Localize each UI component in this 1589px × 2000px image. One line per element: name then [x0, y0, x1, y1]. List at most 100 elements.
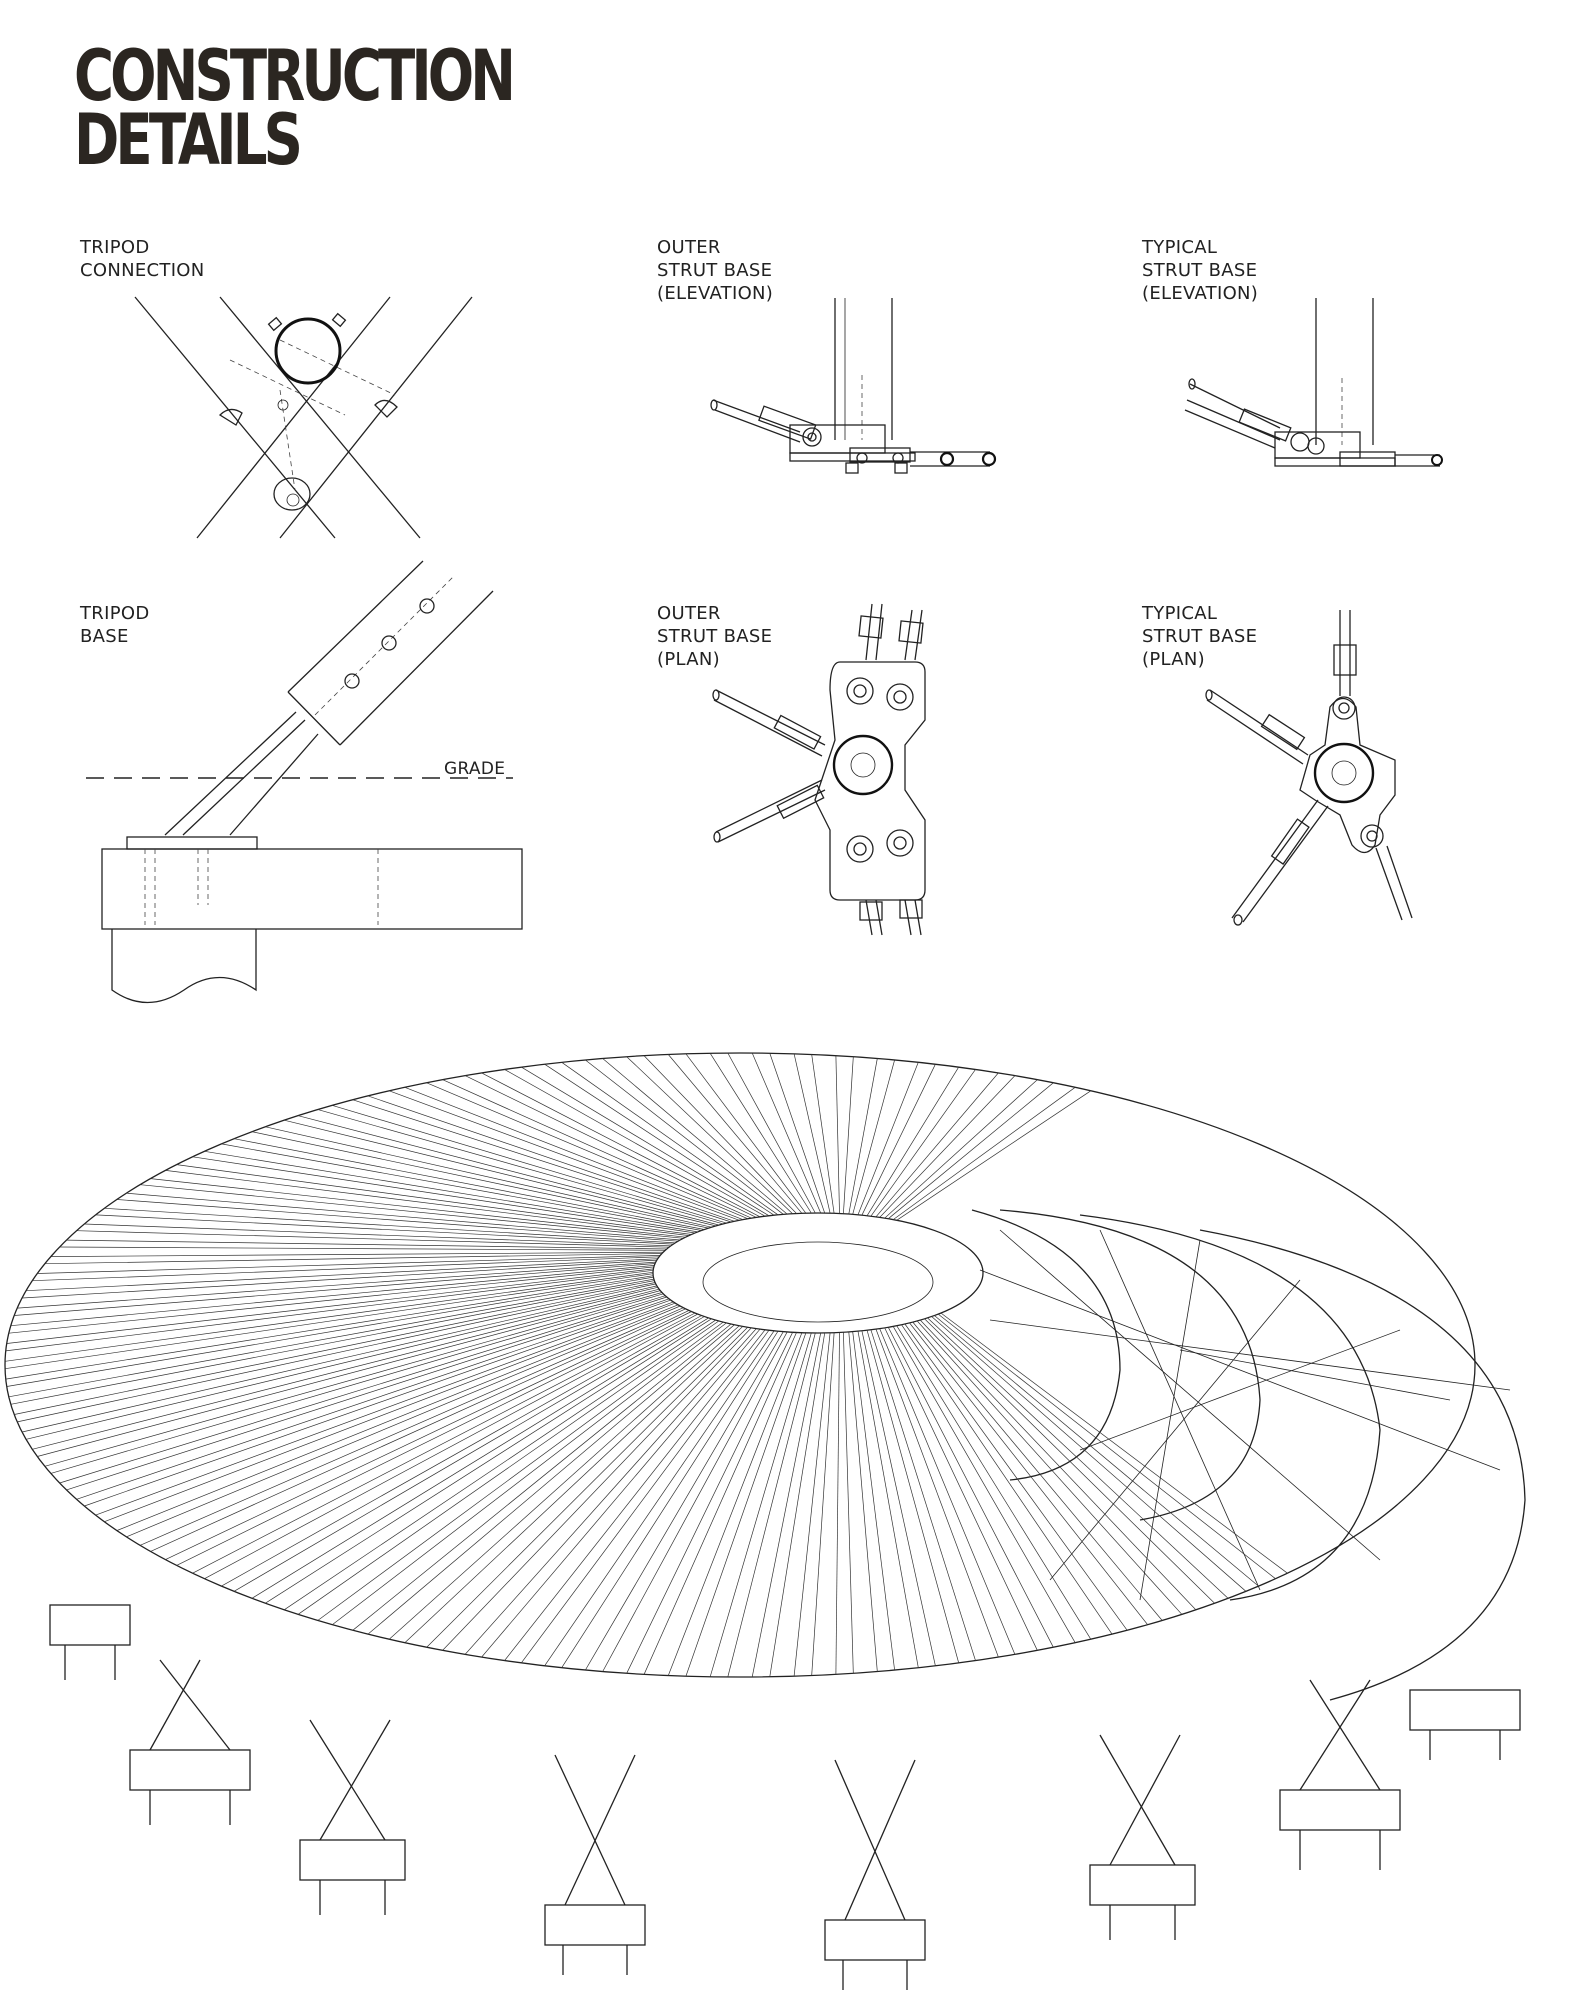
roof-slat-edge: [5, 1275, 654, 1380]
roof-slat-edge: [192, 1156, 696, 1234]
typical-strut-plan-drawing: [1205, 610, 1413, 926]
roof-slat-edge: [404, 1086, 743, 1220]
roof-slat-edge: [95, 1214, 674, 1245]
roof-slat-edge: [866, 1330, 960, 1663]
roof-slat-edge: [927, 1317, 1229, 1599]
roof-slat-edge: [26, 1258, 658, 1292]
roof-slat-edge: [26, 1286, 658, 1440]
roof-slat-edge: [37, 1290, 661, 1457]
roof-slat-edge: [920, 1319, 1197, 1611]
roof-slat-edge: [150, 1308, 686, 1552]
roof-slat-edge: [165, 1310, 690, 1560]
roof-slat-edge: [95, 1301, 674, 1516]
roof-slat-edge: [442, 1327, 752, 1651]
roof-slat-edge: [896, 1325, 1092, 1640]
roof-slat-edge: [521, 1330, 770, 1664]
roof-slat-edge: [685, 1053, 807, 1214]
roof-slat-edge: [504, 1069, 766, 1217]
roof-slat-edge: [66, 1296, 667, 1491]
roof-slat-edge: [585, 1059, 784, 1215]
roof-slat-edge: [626, 1332, 793, 1674]
roof-slat-edge: [404, 1326, 744, 1643]
roof-slat-edge: [561, 1331, 779, 1668]
roof-slat-edge: [5, 1269, 654, 1352]
roof-slat-edge: [857, 1331, 919, 1668]
roof-slat-edge: [204, 1150, 698, 1233]
page-title-line-2: DETAILS: [74, 99, 303, 181]
tripod-connection-drawing: [134, 296, 473, 539]
roof-slat-edge: [388, 1325, 740, 1640]
roof-slat-edge: [544, 1063, 775, 1216]
roof-slat-edge: [265, 1318, 712, 1604]
roof-slat-edge: [940, 1312, 1288, 1574]
roof-slat-edge: [389, 1090, 740, 1221]
roof-slat-edge: [866, 1066, 959, 1216]
label-typical-strut-base-elevation: TYPICAL STRUT BASE (ELEVATION): [1142, 237, 1259, 304]
roof-slat-edge: [934, 1315, 1259, 1587]
roof-slat-edge: [17, 1283, 656, 1423]
roof-slat-edge: [504, 1329, 766, 1661]
roof-slat-edge: [561, 1062, 779, 1216]
roof-slat-edge: [265, 1126, 712, 1228]
roof-slat-edge: [442, 1079, 752, 1219]
roof-slat-edge: [22, 1285, 657, 1433]
roof-slat-edge: [104, 1302, 676, 1523]
roof-slat-edge: [896, 1090, 1091, 1221]
roof-slat-edge: [14, 1282, 656, 1415]
roof-slat-edge: [464, 1328, 757, 1655]
roof-slat-edge: [901, 1324, 1113, 1635]
roof-slat-edge: [37, 1255, 661, 1274]
roof-slat-edge: [126, 1192, 681, 1241]
roof-slat-edge: [426, 1082, 748, 1220]
roof-slat-edge: [17, 1261, 656, 1309]
roof-slat-edge: [297, 1320, 720, 1615]
roof-slat-edge: [76, 1298, 670, 1500]
roof-slat-edge: [284, 1319, 716, 1611]
roof-slat-edge: [848, 1331, 878, 1672]
pavilion-supports: [49, 1604, 1521, 1990]
roof-slat-edge: [793, 1332, 831, 1677]
roof-slat-edge: [852, 1059, 895, 1215]
roof-slat-edge: [892, 1087, 1076, 1220]
roof-slat-edge: [464, 1075, 757, 1218]
roof-slat-edge: [602, 1331, 788, 1672]
roof-slat-edge: [861, 1330, 936, 1666]
outer-strut-elevation-drawing: [710, 298, 997, 474]
roof-slat-edge: [10, 1280, 655, 1405]
tripod-base-drawing: [86, 560, 523, 1004]
roof-slat-edge: [727, 1332, 816, 1678]
roof-slat-edge: [165, 1170, 690, 1236]
roof-slat-edge: [352, 1323, 732, 1631]
roof-slat-edge: [367, 1095, 735, 1222]
roof-slat-edge: [140, 1307, 684, 1546]
roof-slat-edge: [332, 1105, 727, 1224]
roof-slat-edge: [192, 1312, 696, 1574]
roof-slat-edge: [204, 1313, 698, 1580]
page-title: CONSTRUCTION DETAILS: [74, 41, 542, 181]
label-tripod-base: TRIPOD BASE: [80, 603, 150, 647]
roof-slat-edge: [8, 1278, 654, 1398]
roof-slat-edge: [6, 1268, 654, 1344]
roof-slat-edge: [176, 1164, 692, 1235]
roof-slat-edge: [367, 1324, 735, 1635]
roof-slat-edge: [884, 1079, 1038, 1219]
roof-slat-edge: [332, 1322, 727, 1625]
roof-slat-edge: [909, 1322, 1148, 1625]
roof-slat-edge: [887, 1327, 1054, 1648]
roof-slat-edge: [50, 1293, 664, 1474]
roof-slat-edge: [221, 1143, 702, 1231]
roof-slat-edge: [32, 1288, 660, 1450]
roof-slat-edge: [116, 1199, 679, 1242]
grade-label: GRADE: [444, 759, 506, 779]
roof-slat-edge: [924, 1318, 1215, 1604]
roof-slat-edge: [22, 1259, 657, 1299]
roof-slat-edge: [937, 1313, 1276, 1579]
roof-slat-edge: [234, 1138, 705, 1230]
pavilion-axonometric-drawing: [4, 1052, 1526, 1701]
roof-slat-edge: [793, 1053, 831, 1214]
roof-slat-edge: [709, 1053, 812, 1214]
roof-slat-edge: [835, 1055, 840, 1214]
label-typical-strut-base-plan: TYPICAL STRUT BASE (PLAN): [1142, 603, 1258, 670]
roof-slat-edge: [14, 1263, 656, 1316]
roof-slat-edge: [585, 1331, 784, 1671]
